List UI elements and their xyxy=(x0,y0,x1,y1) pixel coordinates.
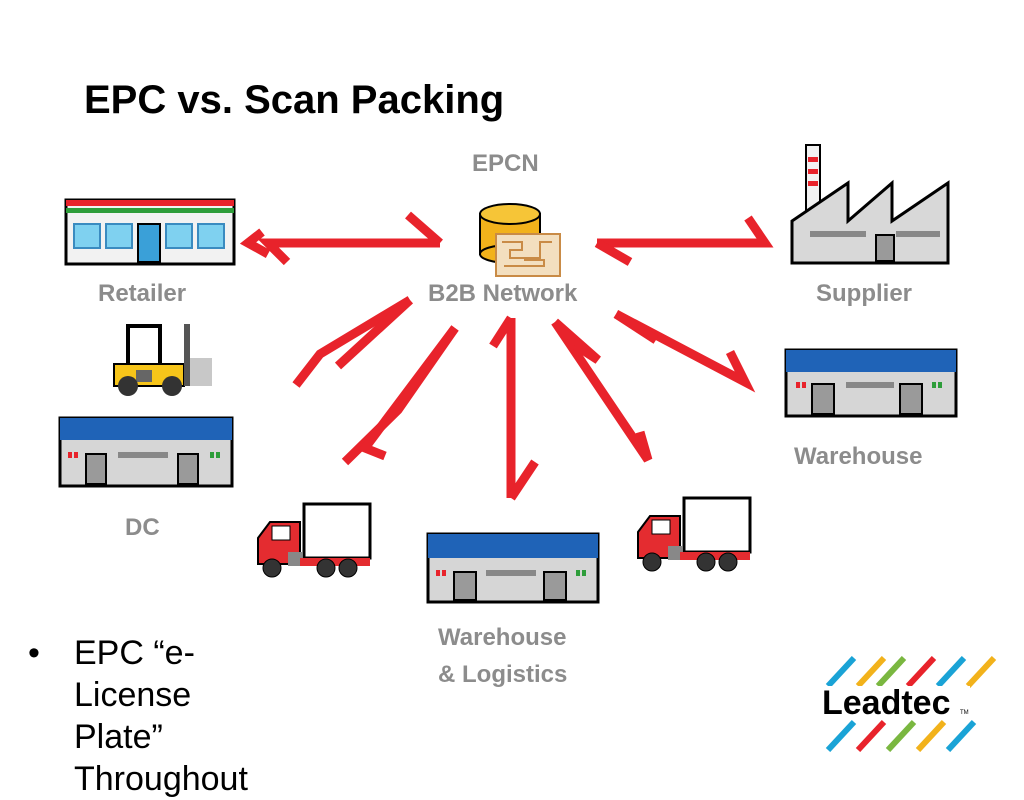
factory-icon xyxy=(790,144,950,265)
warehouse-logistics-icon xyxy=(426,532,600,604)
network-arrows xyxy=(239,211,774,501)
bullet-marker: • xyxy=(28,634,40,672)
database-icon xyxy=(479,203,561,277)
arrow-retailer xyxy=(257,238,440,266)
arrow-dc xyxy=(292,296,413,388)
leadtec-logo: Leadtec TM xyxy=(820,656,997,752)
forklift-icon xyxy=(113,324,212,396)
arrow-truck-right xyxy=(551,319,653,463)
truck-right-icon xyxy=(637,496,752,572)
arrow-supplier xyxy=(597,215,774,248)
bullet-line-1: EPC “e-License xyxy=(74,634,195,714)
warehouse-dc-icon xyxy=(58,416,234,488)
warehouse-logistics-label-line1: Warehouse xyxy=(438,624,567,651)
arrow-retailer-head xyxy=(239,228,271,258)
warehouse-right-label: Warehouse xyxy=(794,443,923,470)
b2b-network-label: B2B Network xyxy=(428,280,578,307)
dc-label: DC xyxy=(125,514,160,541)
store-icon xyxy=(64,198,236,266)
warehouse-logistics-label-line2: & Logistics xyxy=(438,661,568,688)
slide-title: EPC vs. Scan Packing xyxy=(84,78,505,122)
logo-tm: TM xyxy=(960,710,969,716)
logo-text: Leadtec xyxy=(822,684,951,722)
retailer-label: Retailer xyxy=(98,280,187,307)
arrow-warehouse-right xyxy=(613,310,756,393)
warehouse-right-icon xyxy=(784,348,958,418)
epcn-label: EPCN xyxy=(472,150,539,177)
truck-left-icon xyxy=(257,502,372,578)
supplier-label: Supplier xyxy=(816,280,913,307)
